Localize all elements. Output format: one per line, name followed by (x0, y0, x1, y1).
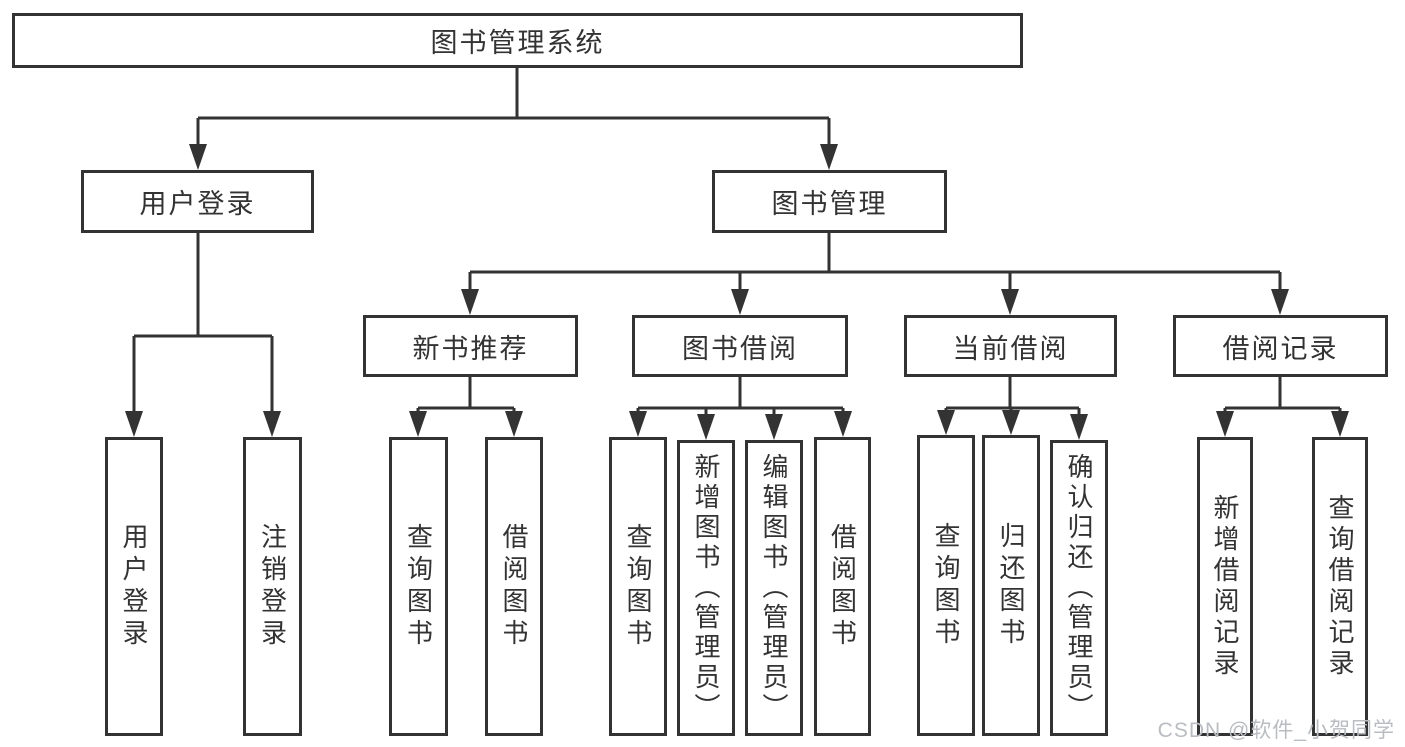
leaf-query-borrow-record: 查询借阅记录 (1312, 437, 1368, 736)
leaf-add-book-admin: 新增图书（管理员） (677, 440, 735, 736)
leaf-user-login: 用户登录 (105, 437, 163, 736)
node-book-management: 图书管理 (712, 170, 947, 233)
arrowhead (697, 414, 715, 440)
arrowhead (1001, 289, 1019, 315)
node-borrow-records: 借阅记录 (1173, 315, 1388, 377)
arrowhead (937, 410, 955, 435)
arrowhead (1216, 411, 1234, 437)
leaf-query-books-2: 查询图书 (609, 437, 667, 736)
leaf-add-borrow-record: 新增借阅记录 (1197, 437, 1253, 736)
leaf-confirm-return-admin: 确认归还（管理员） (1050, 440, 1108, 736)
node-new-book-recommend: 新书推荐 (363, 315, 578, 377)
leaf-edit-book-admin: 编辑图书（管理员） (745, 440, 803, 736)
arrowhead (189, 144, 207, 170)
arrowhead (125, 411, 143, 437)
arrowhead (820, 144, 838, 170)
leaf-return-book: 归还图书 (982, 435, 1040, 736)
node-library-management-system: 图书管理系统 (12, 13, 1023, 68)
arrowhead (765, 414, 783, 440)
node-current-borrow: 当前借阅 (904, 315, 1117, 377)
arrowhead (505, 411, 523, 437)
arrowhead (1070, 414, 1088, 440)
arrowhead (1331, 411, 1349, 437)
csdn-watermark: CSDN @软件_小贺同学 (1157, 719, 1395, 742)
node-user-login: 用户登录 (81, 170, 314, 233)
leaf-query-books-3: 查询图书 (917, 435, 975, 736)
arrowhead (409, 411, 427, 437)
arrowhead (461, 289, 479, 315)
leaf-borrow-books-1: 借阅图书 (485, 437, 543, 736)
leaf-query-books-1: 查询图书 (389, 437, 448, 736)
leaf-logout: 注销登录 (243, 437, 302, 736)
leaf-borrow-books-2: 借阅图书 (814, 437, 871, 736)
arrowhead (1271, 289, 1289, 315)
arrowhead (731, 289, 749, 315)
node-book-borrow: 图书借阅 (632, 315, 848, 377)
arrowhead (834, 411, 852, 437)
arrowhead (629, 411, 647, 437)
arrowhead (1002, 410, 1020, 435)
arrowhead (263, 411, 281, 437)
